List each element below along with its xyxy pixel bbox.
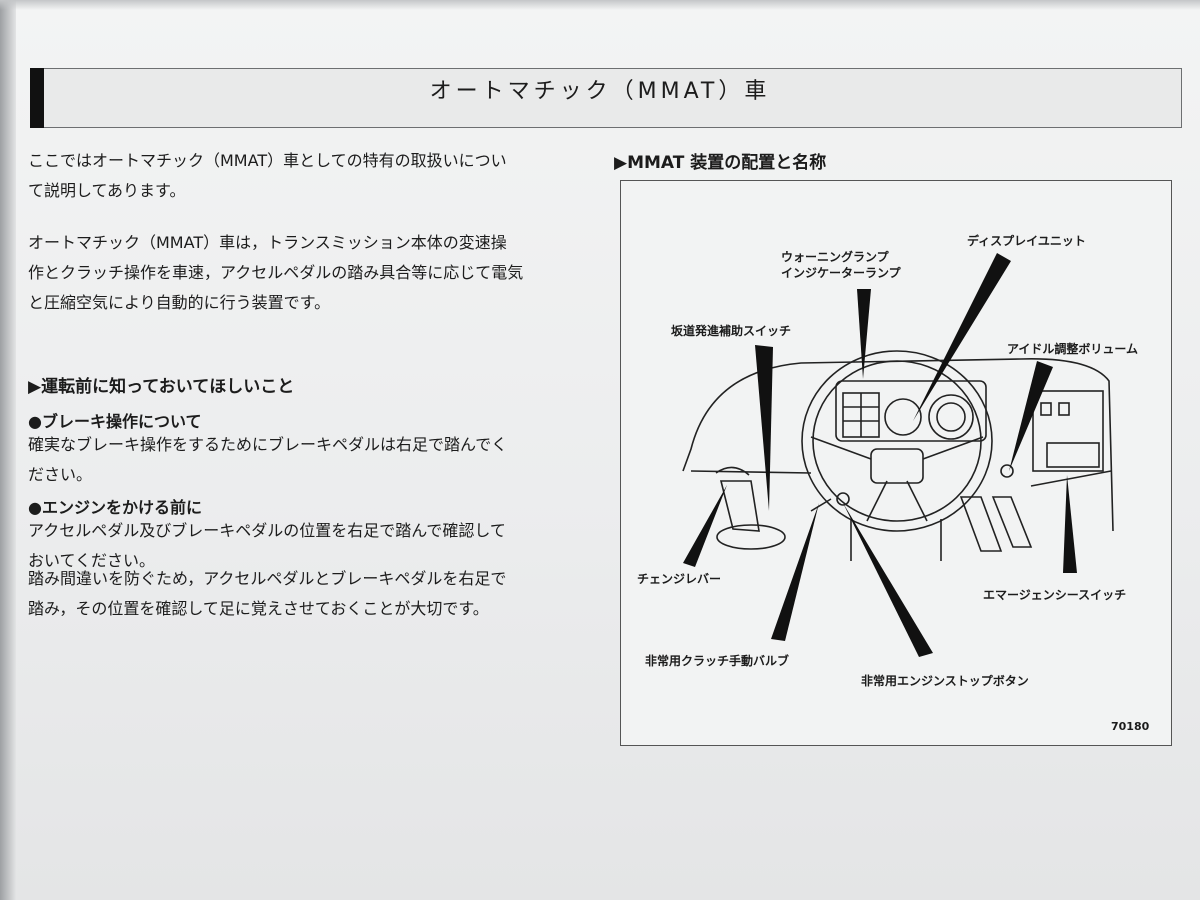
engine-line-1: アクセルペダル及びブレーキペダルの位置を右足で踏んで確認して (28, 521, 506, 540)
hill-start-switch-label: 坂道発進補助スイッチ (671, 324, 792, 338)
title-bar (30, 68, 1182, 128)
page-binding-edge (0, 0, 16, 900)
page-top-shadow (0, 0, 1200, 10)
page-title: オートマチック（MMAT）車 (429, 79, 771, 104)
warning-lamp-label: ウォーニングランプ (781, 250, 889, 264)
figure-frame: ウォーニングランプ インジケーターランプ ディスプレイユニット 坂道発進補助スイ… (620, 180, 1172, 746)
intro-line-2: て説明してあります。 (28, 181, 186, 200)
brake-line-1: 確実なブレーキ操作をするためにブレーキペダルは右足で踏んでく (28, 435, 508, 454)
figure-number: 70180 (1111, 720, 1150, 733)
clutch-valve-label: 非常用クラッチ手動バルブ (645, 654, 790, 668)
brake-text: 確実なブレーキ操作をするためにブレーキペダルは右足で踏んでく ださい。 (28, 430, 588, 490)
idle-volume-label: アイドル調整ボリューム (1007, 342, 1139, 356)
brake-bullet-heading: ●ブレーキ操作について (28, 412, 202, 431)
brake-line-2: ださい。 (28, 465, 93, 484)
indicator-lamp-label: インジケーターランプ (781, 266, 901, 280)
engine-stop-button-label: 非常用エンジンストップボタン (861, 674, 1029, 688)
description-line-2: 作とクラッチ操作を車速，アクセルペダルの踏み具合等に応じて電気 (28, 263, 524, 282)
display-unit-label: ディスプレイユニット (967, 234, 1086, 248)
description-line-1: オートマチック（MMAT）車は，トランスミッション本体の変速操 (28, 233, 507, 252)
engine-text: アクセルペダル及びブレーキペダルの位置を右足で踏んで確認して おいてください。 (28, 516, 588, 576)
engine-line-2: おいてください。 (28, 551, 156, 570)
dashboard-illustration (682, 253, 1114, 657)
engine-text-2: 踏み間違いを防ぐため，アクセルペダルとブレーキペダルを右足で 踏み，その位置を確… (28, 564, 588, 624)
figure-heading: ▶MMAT 装置の配置と名称 (614, 153, 827, 173)
emergency-switch-label: エマージェンシースイッチ (983, 588, 1127, 602)
engine-line-3: 踏み間違いを防ぐため，アクセルペダルとブレーキペダルを右足で (28, 569, 507, 588)
engine-bullet-heading: ●エンジンをかける前に (28, 498, 202, 517)
description-line-3: と圧縮空気により自動的に行う装置です。 (28, 293, 331, 312)
before-driving-heading: ▶運転前に知っておいてほしいこと (28, 377, 295, 397)
intro-paragraph: ここではオートマチック（MMAT）車としての特有の取扱いについ て説明してありま… (28, 146, 588, 206)
description-paragraph: オートマチック（MMAT）車は，トランスミッション本体の変速操 作とクラッチ操作… (28, 228, 588, 318)
engine-line-4: 踏み，その位置を確認して足に覚えさせておくことが大切です。 (28, 599, 489, 618)
change-lever-label: チェンジレバー (637, 572, 722, 586)
title-accent-block (30, 68, 44, 128)
intro-line-1: ここではオートマチック（MMAT）車としての特有の取扱いについ (28, 151, 507, 170)
